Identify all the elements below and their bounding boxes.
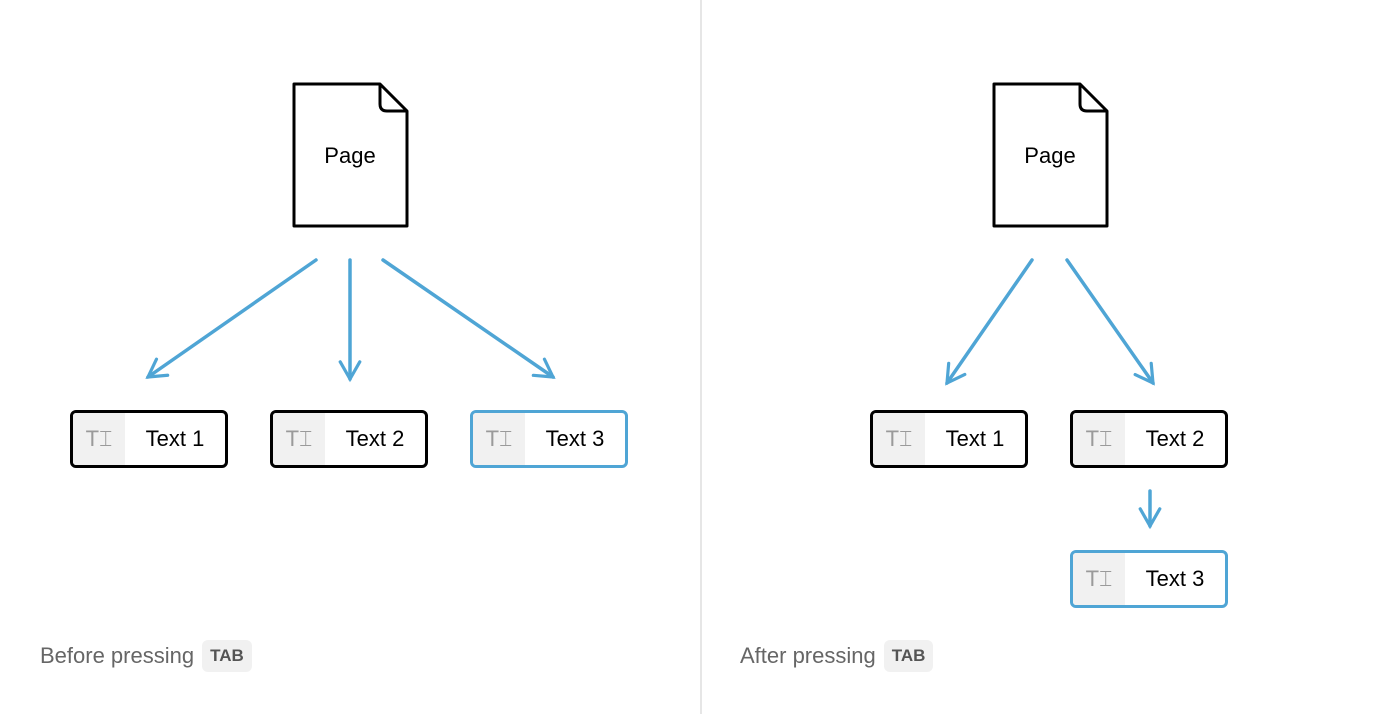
text-block-2: T⌶ Text 2: [270, 410, 428, 468]
page-label: Page: [1024, 143, 1076, 168]
caption-text: After pressing: [740, 643, 876, 668]
page-document-icon-before: [292, 82, 409, 228]
text-block-2: T⌶ Text 2: [1070, 410, 1228, 468]
text-block-3-selected: T⌶ Text 3: [1070, 550, 1228, 608]
text-type-icon: T⌶: [73, 413, 125, 465]
block-label: Text 2: [1145, 426, 1205, 451]
block-label: Text 1: [945, 426, 1005, 451]
text-type-icon: T⌶: [873, 413, 925, 465]
caption-before: Before pressing TAB: [40, 640, 252, 672]
key-badge: TAB: [202, 640, 252, 672]
arrow-page-to-text1: [145, 258, 318, 379]
caption-text: Before pressing: [40, 643, 195, 668]
page-document-icon-after: [992, 82, 1109, 228]
block-label: Text 1: [145, 426, 205, 451]
text-block-3-selected: T⌶ Text 3: [470, 410, 628, 468]
block-label: Text 3: [545, 426, 605, 451]
panel-divider: [700, 0, 702, 714]
text-type-icon: T⌶: [273, 413, 325, 465]
block-label: Text 2: [345, 426, 405, 451]
arrow-page-to-text1-after: [945, 258, 1034, 386]
text-type-icon: T⌶: [1073, 413, 1125, 465]
arrow-page-to-text3: [381, 258, 556, 379]
caption-after: After pressing TAB: [740, 640, 934, 672]
text-type-icon: T⌶: [1073, 553, 1125, 605]
text-type-icon: T⌶: [473, 413, 525, 465]
arrow-page-to-text2-after: [1065, 258, 1155, 386]
page-label: Page: [324, 143, 376, 168]
text-block-1: T⌶ Text 1: [70, 410, 228, 468]
text-block-1: T⌶ Text 1: [870, 410, 1028, 468]
key-badge: TAB: [883, 640, 934, 672]
block-label: Text 3: [1145, 566, 1205, 591]
